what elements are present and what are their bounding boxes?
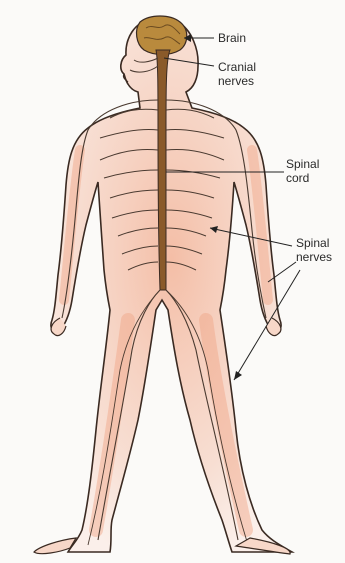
- spinal-cord-label: Spinal cord: [286, 157, 319, 185]
- spinal-cord-label-line-1: Spinal: [286, 157, 319, 171]
- spinal-cord-label-line-2: cord: [286, 171, 319, 185]
- spinal-nerves-label-line-1: Spinal: [296, 236, 332, 250]
- brain-shape: [137, 16, 187, 55]
- body-outline: [51, 19, 292, 552]
- spinal-nerves-label-line-2: nerves: [296, 250, 332, 264]
- spinal-nerves-label: Spinal nerves: [296, 236, 332, 264]
- cranial-nerves-label: Cranial nerves: [218, 60, 256, 88]
- cranial-label-line-2: nerves: [218, 74, 256, 88]
- brain-label: Brain: [218, 31, 246, 45]
- cranial-label-line-1: Cranial: [218, 60, 256, 74]
- spinal-nerves-arrowhead-3: [234, 371, 242, 380]
